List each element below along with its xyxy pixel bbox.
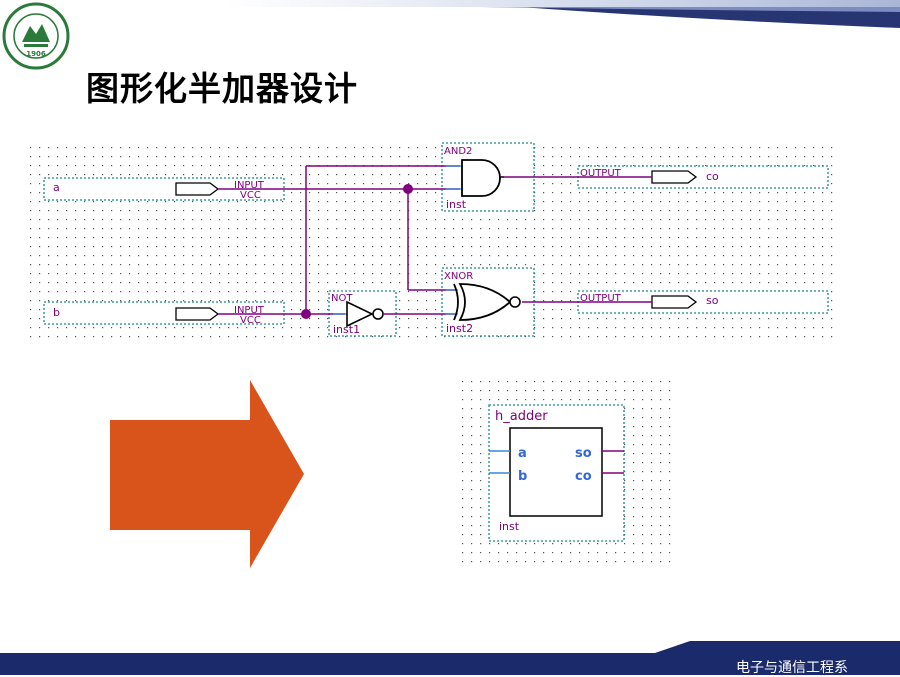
output-so-name: so bbox=[706, 294, 719, 307]
wires bbox=[218, 165, 652, 315]
h-adder-input-b: b bbox=[518, 469, 527, 484]
footer-text: 电子与通信工程系 bbox=[736, 660, 848, 676]
input-b-frame[interactable] bbox=[43, 301, 285, 325]
logo-year: 1906 bbox=[26, 50, 46, 58]
not-gate-bubble bbox=[372, 308, 384, 320]
output-so-prim: OUTPUT bbox=[580, 293, 622, 304]
input-b-sub: VCC bbox=[240, 315, 261, 326]
transform-arrow-icon bbox=[110, 380, 304, 568]
h-adder-output-so: so bbox=[575, 446, 592, 461]
output-co-prim: OUTPUT bbox=[580, 168, 622, 179]
h-adder-name: h_adder bbox=[495, 409, 548, 424]
junction-dot-b bbox=[301, 309, 311, 319]
output-so-pin-shape bbox=[651, 295, 698, 309]
footer-tab bbox=[655, 641, 900, 653]
junction-dot-a bbox=[403, 184, 413, 194]
input-a-pin-shape bbox=[175, 182, 220, 196]
not-gate-symbol bbox=[346, 300, 374, 328]
not-inst-label: inst1 bbox=[333, 323, 360, 336]
input-a-frame[interactable] bbox=[43, 177, 285, 201]
input-b-name: b bbox=[53, 306, 60, 319]
not-type-label: NOT bbox=[331, 293, 353, 304]
input-b-pin-shape bbox=[175, 307, 220, 321]
output-co-name: co bbox=[706, 170, 719, 183]
input-a-name: a bbox=[53, 181, 60, 194]
input-a-sub: VCC bbox=[240, 190, 261, 201]
h-adder-body bbox=[509, 427, 603, 517]
input-a-prim: INPUT bbox=[234, 180, 265, 191]
slide-title: 图形化半加器设计 bbox=[86, 69, 358, 108]
and2-type-label: AND2 bbox=[444, 146, 472, 157]
and2-inst-label: inst bbox=[446, 198, 467, 211]
footer-bar bbox=[0, 653, 900, 675]
output-co-pin-shape bbox=[651, 170, 698, 184]
university-logo: 1906 bbox=[2, 2, 70, 70]
top-decor-band bbox=[0, 0, 900, 28]
h-adder-output-co: co bbox=[575, 469, 592, 484]
xnor-gate-symbol bbox=[453, 283, 512, 321]
xnor-type-label: XNOR bbox=[444, 271, 473, 282]
h-adder-inst: inst bbox=[499, 520, 520, 533]
h-adder-input-a: a bbox=[518, 446, 527, 461]
xnor-gate-bubble bbox=[509, 296, 521, 308]
and2-gate-symbol bbox=[461, 159, 501, 197]
xnor-inst-label: inst2 bbox=[446, 322, 473, 335]
input-b-prim: INPUT bbox=[234, 305, 265, 316]
